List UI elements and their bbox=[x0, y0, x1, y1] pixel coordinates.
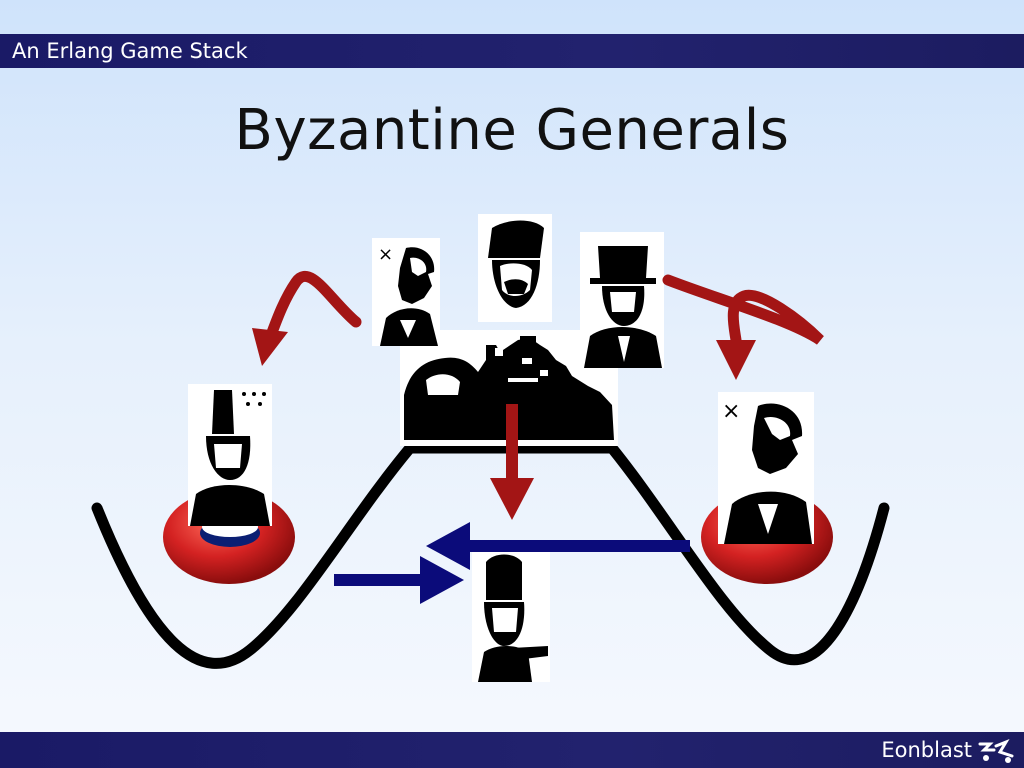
slide-title: Byzantine Generals bbox=[234, 98, 790, 163]
eonblast-logo-icon bbox=[978, 738, 1014, 763]
general-portrait-icon: × bbox=[718, 392, 814, 544]
svg-text:×: × bbox=[378, 244, 393, 265]
general-portrait-icon bbox=[478, 214, 552, 322]
footer-bar: Eonblast bbox=[0, 732, 1024, 768]
blue-left-arrow-icon bbox=[426, 522, 690, 570]
general-portrait-icon bbox=[580, 232, 664, 368]
general-portrait-icon: × bbox=[372, 238, 440, 346]
header-bar: An Erlang Game Stack bbox=[0, 34, 1024, 68]
deck-title: An Erlang Game Stack bbox=[12, 39, 248, 63]
red-curved-arrow-icon bbox=[252, 270, 362, 366]
svg-text:×: × bbox=[722, 399, 740, 424]
general-portrait-icon bbox=[188, 384, 272, 526]
general-portrait-icon bbox=[472, 548, 550, 682]
red-looped-arrow-icon bbox=[662, 274, 824, 380]
red-down-arrow-icon bbox=[490, 404, 534, 520]
brand-name: Eonblast bbox=[881, 738, 972, 762]
blue-right-arrow-icon bbox=[334, 556, 464, 604]
